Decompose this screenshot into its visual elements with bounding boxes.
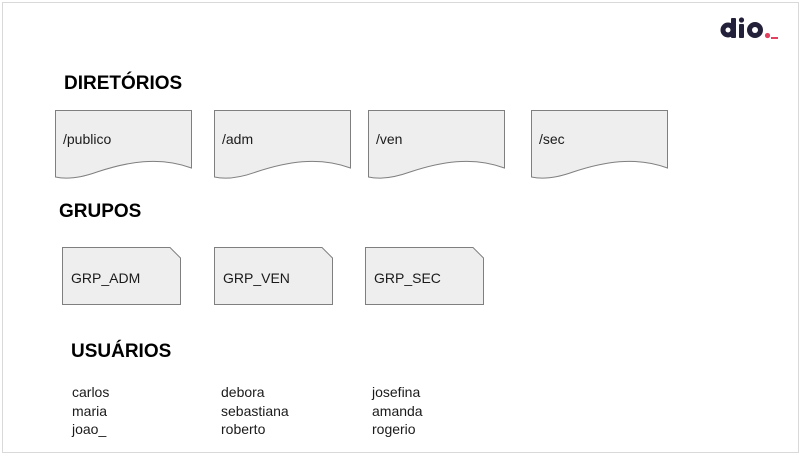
user-name: debora [221,384,265,400]
group-label: GRP_SEC [374,270,441,286]
directory-label: /publico [63,131,112,147]
directory-label: /adm [222,131,254,147]
users-title: USUÁRIOS [71,341,172,362]
users-column-adm: carlos maria joao_ [72,383,109,439]
user-name: amanda [372,402,423,419]
users-column-ven: debora sebastiana roberto [221,383,289,439]
dio-logo [718,15,782,45]
canvas-frame [2,2,799,453]
directories-title: DIRETÓRIOS [64,73,183,94]
user-name: maria [72,402,108,419]
groups-title: GRUPOS [59,201,142,222]
user-name: roberto [221,421,266,437]
user-name: rogerio [372,421,416,437]
user-name: josefina [372,384,421,400]
group-label: GRP_ADM [71,270,141,286]
group-label: GRP_VEN [223,270,290,286]
directory-label: /sec [539,131,565,147]
user-name: sebastiana [221,402,289,419]
users-column-sec: josefina amanda rogerio [372,383,423,439]
user-name: joao_ [72,421,107,437]
user-name: carlos [72,384,110,400]
directory-label: /ven [376,131,403,147]
